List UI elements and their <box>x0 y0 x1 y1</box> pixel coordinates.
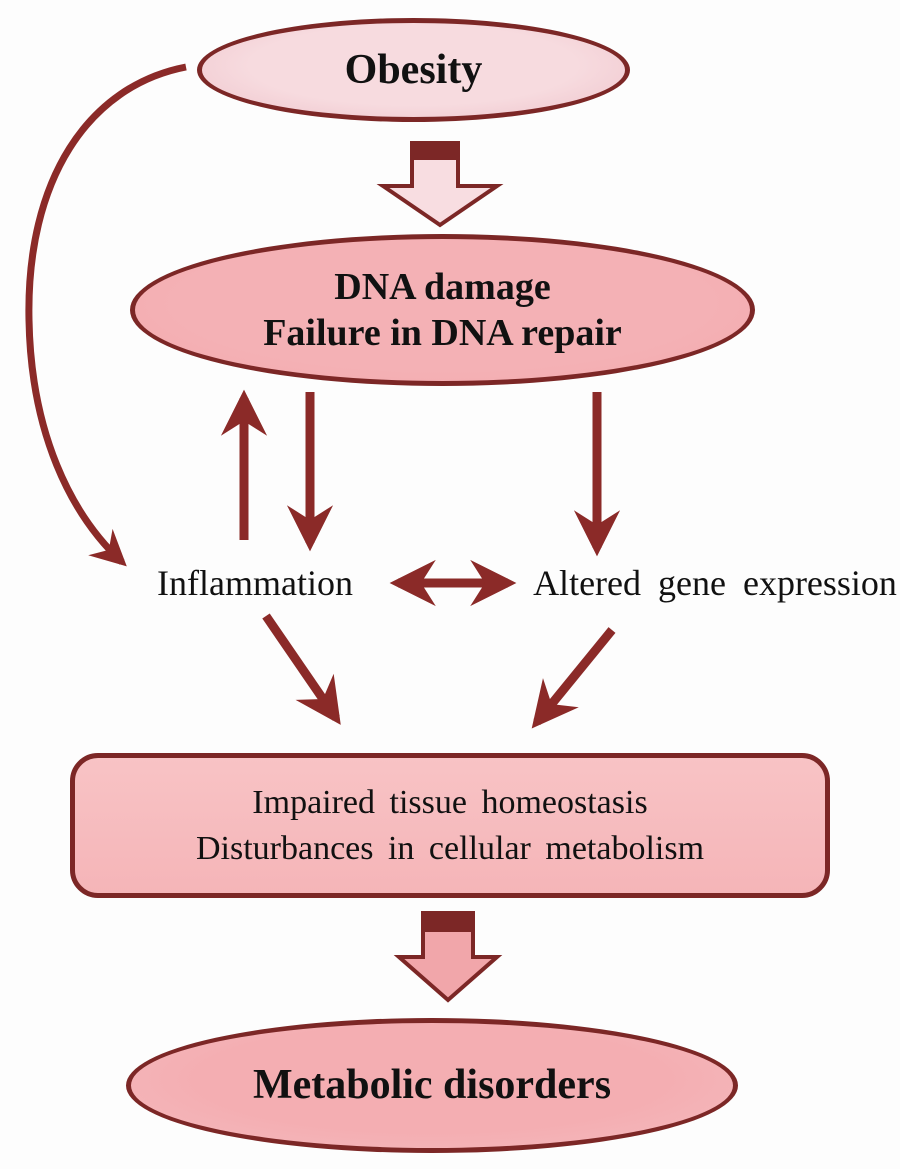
node-dna-line1: DNA damage <box>334 265 551 308</box>
node-obesity: Obesity <box>197 18 630 122</box>
node-obesity-label: Obesity <box>344 46 483 93</box>
node-metabolic-disorders: Metabolic disorders <box>126 1018 738 1153</box>
node-metabolic-label: Metabolic disorders <box>252 1062 612 1109</box>
arrow-inflammation-to-homeostasis-icon <box>262 613 341 725</box>
node-homeostasis: Impaired tissue homeostasis Disturbances… <box>70 753 830 898</box>
node-inflammation: Inflammation <box>157 563 353 603</box>
node-homeostasis-line1: Impaired tissue homeostasis <box>252 783 648 821</box>
node-dna-line2: Failure in DNA repair <box>263 312 622 354</box>
block-arrow-homeostasis-to-metabolic-icon <box>393 911 503 1003</box>
arrow-altered-to-homeostasis-icon <box>531 627 616 729</box>
node-homeostasis-line2: Disturbances in cellular metabolism <box>195 829 705 867</box>
node-dna-damage: DNA damage Failure in DNA repair <box>130 234 755 386</box>
node-altered-gene-expression: Altered gene expression <box>533 563 897 603</box>
block-arrow-obesity-to-dna-icon <box>376 141 504 228</box>
